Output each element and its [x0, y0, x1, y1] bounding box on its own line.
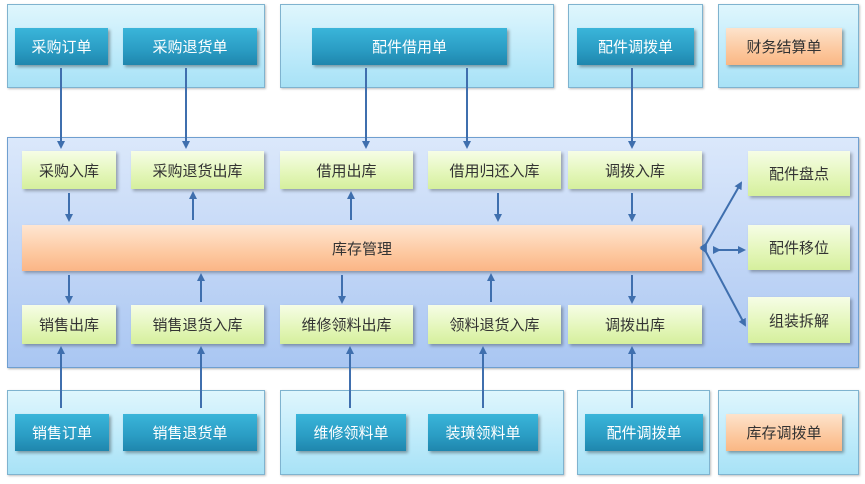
- parts-transfer-order-bottom-node[interactable]: 配件调拨单: [585, 414, 703, 451]
- parts-relocation-node[interactable]: 配件移位: [748, 225, 850, 270]
- borrow-return-in-node[interactable]: 借用归还入库: [428, 151, 561, 189]
- purchase-return-out-node[interactable]: 采购退货出库: [131, 151, 264, 189]
- decoration-material-order-node[interactable]: 装璜领料单: [428, 414, 538, 451]
- repair-material-out-node[interactable]: 维修领料出库: [280, 305, 413, 344]
- repair-material-order-node[interactable]: 维修领料单: [296, 414, 406, 451]
- sales-return-in-node[interactable]: 销售退货入库: [131, 305, 264, 344]
- purchase-return-order-node[interactable]: 采购退货单: [123, 28, 257, 65]
- borrow-out-node[interactable]: 借用出库: [280, 151, 413, 189]
- transfer-in-node[interactable]: 调拨入库: [568, 151, 702, 189]
- sales-order-node[interactable]: 销售订单: [15, 414, 109, 451]
- parts-stocktake-node[interactable]: 配件盘点: [748, 151, 850, 196]
- inventory-management-node[interactable]: 库存管理: [22, 225, 702, 271]
- transfer-out-node[interactable]: 调拨出库: [568, 305, 702, 344]
- parts-borrow-order-node[interactable]: 配件借用单: [312, 28, 507, 65]
- assembly-disassembly-node[interactable]: 组装拆解: [748, 297, 850, 343]
- finance-settlement-order-node[interactable]: 财务结算单: [726, 28, 842, 65]
- sales-return-order-node[interactable]: 销售退货单: [123, 414, 257, 451]
- parts-transfer-order-top-node[interactable]: 配件调拨单: [577, 28, 694, 65]
- sales-out-node[interactable]: 销售出库: [22, 305, 116, 344]
- purchase-order-node[interactable]: 采购订单: [15, 28, 108, 65]
- purchase-in-node[interactable]: 采购入库: [22, 151, 116, 189]
- material-return-in-node[interactable]: 领料退货入库: [428, 305, 561, 344]
- stock-transfer-order-node[interactable]: 库存调拨单: [726, 414, 842, 451]
